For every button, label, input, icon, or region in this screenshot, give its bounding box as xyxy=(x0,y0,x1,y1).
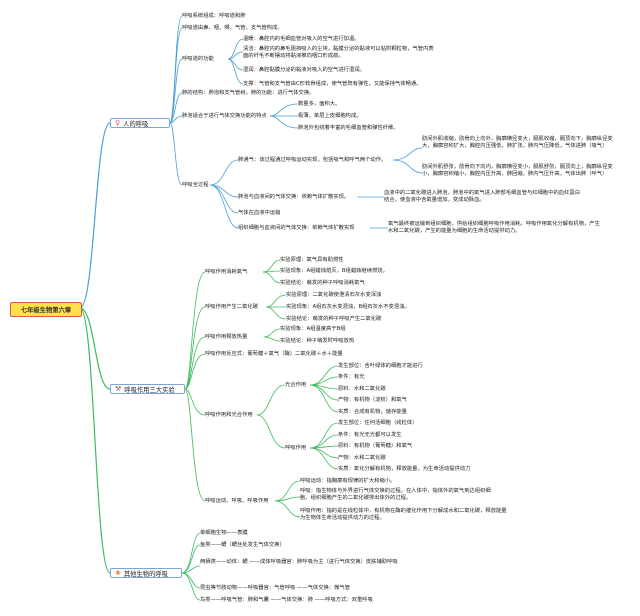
node-photo-product[interactable]: 产物：有机物（淀粉）和氧气 xyxy=(338,397,407,403)
node-feature-2[interactable]: 极薄，单层上皮细胞构成。 xyxy=(298,113,362,119)
node-resp-raw[interactable]: 原料：有机物（葡萄糖）和氧气 xyxy=(338,443,413,449)
node-cell-respiration-def[interactable]: 呼吸作用：指的是在线粒体中，有机物在酶的催化作用下分解成水和二氧化碳，释放能量为… xyxy=(300,508,507,521)
node-exp-oxygen-conclusion[interactable]: 实验结论：萌发的种子呼吸消耗氧气 xyxy=(280,280,365,286)
node-movement[interactable]: 呼吸运动、呼吸、呼吸作用 xyxy=(205,498,269,504)
node-resp-condition[interactable]: 条件：有光无光都可以发生 xyxy=(338,432,402,438)
node-tissue-detail[interactable]: 氧气最终被运输到组织细胞，供给组织细胞呼吸作用消耗。呼吸作用氧化分解有机物，产生… xyxy=(388,221,600,234)
branch-human-respiration[interactable]: ♀ 人的呼吸 xyxy=(110,118,170,128)
node-resp-essence[interactable]: 实质：氧化分解有机物，释放能量，为生命活动提供动力 xyxy=(338,466,471,472)
root-topic[interactable]: 七年级生物第六章 xyxy=(10,302,82,317)
node-movement-def[interactable]: 呼吸运动：指胸廓有规律的扩大和缩小。 xyxy=(300,478,396,484)
node-alveolar-exchange[interactable]: 肺泡与血液间的气体交换：依赖气体扩散实现。 xyxy=(238,194,350,200)
node-photosynthesis[interactable]: 光合作用 xyxy=(285,382,307,388)
node-warm[interactable]: 温暖：鼻腔内的毛细血管对吸入的空气进行加温。 xyxy=(243,36,360,42)
node-exp-oxygen-phenomenon[interactable]: 实验现象：A组蜡烛熄灭，B组蜡烛继续燃烧。 xyxy=(280,268,388,274)
node-moist[interactable]: 湿润：鼻腔黏膜分泌的黏液对吸入的空气进行湿润。 xyxy=(243,67,365,73)
node-feature-1[interactable]: 数量多，面积大。 xyxy=(298,101,341,107)
node-process[interactable]: 呼吸全过程 xyxy=(182,182,209,188)
node-compare[interactable]: 呼吸作用和光合作用 xyxy=(205,412,253,418)
person-icon: ♀ xyxy=(115,119,121,127)
node-amphibians[interactable]: 两栖类——幼体：鳃 ——成体呼吸器官：肺呼吸为主（进行气体交换）皮肤辅助呼吸 xyxy=(200,559,398,565)
node-exp-heat[interactable]: 呼吸作用释放热量 xyxy=(205,334,248,340)
node-clean[interactable]: 清洁：鼻腔内的鼻毛阻挡吸入的尘埃，黏膜分泌的黏液可以粘附颗粒物，气管内表面的纤毛… xyxy=(243,46,434,59)
node-fish[interactable]: 鱼类——鳃（鳃丝处发生气体交换） xyxy=(200,542,285,548)
node-transport[interactable]: 气体在血液中运输 xyxy=(238,210,281,216)
node-exp-co2-conclusion[interactable]: 实验结论：萌发的种子呼吸产生二氧化碳 xyxy=(286,316,382,322)
node-resp-site[interactable]: 发生部位：任何活细胞（线粒体） xyxy=(338,420,418,426)
node-inhale[interactable]: 肋间外肌收缩，肋骨向上向外，胸廓横径变大，膈肌收缩，膈顶向下，胸廓纵径变大，胸廓… xyxy=(422,136,613,149)
node-formula[interactable]: 呼吸作用反应式：葡萄糖＋氧气（酶）二氧化碳＋水＋能量 xyxy=(205,351,343,357)
node-birds[interactable]: 鸟类——呼吸气管：肺和气囊 ——气体交换：肺 ——呼吸方式：双重呼吸 xyxy=(200,597,373,603)
node-lung[interactable]: 肺的结构：肺泡和支气管树。肺的功能：进行气体交换。 xyxy=(182,90,315,96)
node-exchange-detail[interactable]: 血液中的二氧化碳进入肺泡，肺泡中的氧气进入肺部毛细血管与红细胞中的血红蛋白结合，… xyxy=(384,190,580,203)
node-feature-3[interactable]: 肺泡外包绕着丰富的毛细血管和弹性纤维。 xyxy=(298,125,399,131)
tools-icon: ⚒ xyxy=(115,385,122,393)
node-unicellular[interactable]: 单细胞生物——表膜 xyxy=(200,530,248,536)
node-photo-site[interactable]: 发生部位：含叶绿体的细胞才能进行 xyxy=(338,363,423,369)
node-exp-co2-phenomenon[interactable]: 实验现象：A组石灰水变混浊，B组石灰水不变混浊。 xyxy=(286,304,410,310)
branch-other-organisms[interactable]: ❀ 其他生物的呼吸 xyxy=(110,568,182,578)
node-resp-product[interactable]: 产物：水和二氧化碳 xyxy=(338,455,386,461)
node-ventilation[interactable]: 肺通气：该过程通过呼吸运动实现，包括吸气和呼气两个动作。 xyxy=(238,157,387,163)
node-exp-co2[interactable]: 呼吸作用产生二氧化碳 xyxy=(205,304,258,310)
branch-label: 人的呼吸 xyxy=(123,120,149,128)
branch-label: 其他生物的呼吸 xyxy=(123,570,168,578)
node-tract-function[interactable]: 呼吸道的功能 xyxy=(182,56,214,62)
node-alveoli-features[interactable]: 肺泡适合于进行气体交换功能的特点 xyxy=(182,113,267,119)
node-insects[interactable]: 昆虫等节肢动物——呼吸器官：气管呼吸 ——气体交换：微气管 xyxy=(200,585,350,591)
node-photo-raw[interactable]: 原料：水和二氧化碳 xyxy=(338,386,386,392)
root-label: 七年级生物第六章 xyxy=(20,307,72,314)
node-exp-heat-phenomenon[interactable]: 实验现象：A组温度高于B组 xyxy=(280,326,346,332)
flower-icon: ❀ xyxy=(115,569,121,577)
branch-label: 呼吸作用三大实验 xyxy=(124,386,175,394)
node-breathing-def[interactable]: 呼吸：指生物体与外界进行气体交换的过程。在人体中，指体外的氧气到达组织细胞，组织… xyxy=(300,488,491,501)
node-composition[interactable]: 呼吸系统组成：呼吸道和肺 xyxy=(182,13,246,19)
node-tissue-exchange[interactable]: 组织细胞与血液间的气体交换：依赖气体扩散实现 xyxy=(238,225,355,231)
node-exp-oxygen-principle[interactable]: 实验原理：氧气具有助燃性 xyxy=(280,257,344,263)
node-photo-essence[interactable]: 实质：合成有机物，储存能量 xyxy=(338,409,407,415)
branch-three-experiments[interactable]: ⚒ 呼吸作用三大实验 xyxy=(110,384,185,394)
node-respiration[interactable]: 呼吸作用 xyxy=(285,445,307,451)
node-support[interactable]: 支撑：气管和支气管由C形软骨组成，使气管既有弹性，又能保持气体畅通。 xyxy=(243,81,422,87)
node-photo-condition[interactable]: 条件：有光 xyxy=(338,374,365,380)
node-exp-oxygen[interactable]: 呼吸作用消耗氧气 xyxy=(205,269,248,275)
node-exp-heat-conclusion[interactable]: 实验结论：种子萌发时呼吸放热 xyxy=(280,338,355,344)
node-exhale[interactable]: 肋间外肌舒张，肋骨向下向内，胸廓横径变小，膈肌舒张，膈顶向上，胸廓纵径变小，胸廓… xyxy=(422,164,613,177)
node-tract[interactable]: 呼吸道由鼻、咽、喉、气管、支气管构成。 xyxy=(182,25,283,31)
node-exp-co2-principle[interactable]: 实验原理：二氧化碳使澄清石灰水变浑浊 xyxy=(286,292,382,298)
